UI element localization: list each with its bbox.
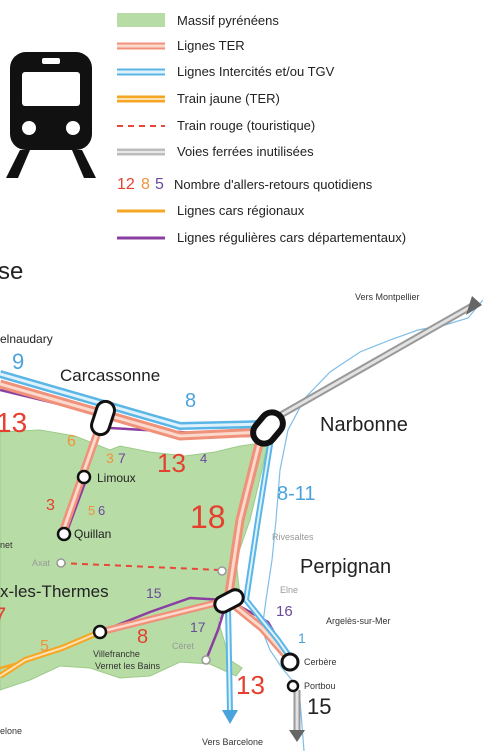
station-perpignan [213, 588, 245, 614]
station-quillan [56, 526, 72, 542]
place-labels: elnaudary Carcassonne Narbonne Limoux Qu… [0, 292, 420, 747]
label-vers-montpellier: Vers Montpellier [355, 292, 420, 302]
freq-carca-narbonne-ter: 13 [157, 448, 186, 478]
legend-label-unused-rail: Voies ferrées inutilisées [177, 144, 314, 159]
freq-perpignan-argeles-dept: 16 [276, 603, 293, 620]
freq-perpignan-villefranche-dept: 15 [146, 585, 162, 601]
station-rivesaltes [217, 566, 227, 576]
legend: Massif pyrénéens Lignes TER Lignes Inter… [117, 13, 406, 245]
freq-limoux-quillan-ter: 3 [46, 497, 55, 514]
legend-number-8: 8 [141, 176, 150, 193]
stations [56, 399, 300, 693]
legend-number-5: 5 [155, 176, 164, 193]
label-ceret: Céret [172, 641, 195, 651]
station-axat [56, 558, 66, 568]
station-portbou [286, 679, 300, 693]
legend-label-train-jaune: Train jaune (TER) [177, 91, 280, 106]
legend-label-numbers: Nombre d'allers-retours quotidiens [174, 177, 373, 192]
section-title-fragment: se [0, 258, 23, 285]
freq-perpignan-cerbere-intercites: 1 [298, 630, 306, 646]
label-vers-barcelone: Vers Barcelone [202, 737, 263, 747]
legend-label-cars-regionaux: Lignes cars régionaux [177, 203, 305, 218]
station-villefranche [92, 624, 108, 640]
train-front-icon [6, 52, 96, 178]
freq-castel-carca-intercites: 9 [12, 349, 24, 374]
freq-carca-narbonne-cars: 4 [200, 451, 207, 466]
freq-carca-limoux-dept: 7 [118, 450, 126, 466]
label-carcassonne: Carcassonne [60, 366, 160, 385]
label-perpignan: Perpignan [300, 556, 391, 578]
freq-perpignan-ceret-dept: 17 [190, 619, 206, 635]
freq-narbonne-perpignan-intercites: 8-11 [277, 483, 316, 505]
coastline [261, 299, 483, 751]
freq-perpignan-villefranche-ter: 8 [137, 626, 148, 648]
freq-castel-carca-ter: 13 [0, 407, 27, 438]
label-barcelone-fragment: elone [0, 726, 22, 736]
label-limoux: Limoux [97, 471, 136, 485]
label-villefranche-2: Vernet les Bains [95, 661, 161, 671]
label-portbou: Portbou [304, 681, 336, 691]
legend-label-cars-departementaux: Lignes régulières cars départementaux) [177, 230, 406, 245]
freq-ax-ter-fragment: 7 [0, 603, 6, 628]
label-rivesaltes: Rivesaltes [272, 532, 314, 542]
station-cerbere [280, 652, 300, 672]
station-limoux [76, 469, 92, 485]
label-villefranche-1: Villefranche [93, 649, 140, 659]
label-axat: Axat [32, 558, 51, 568]
freq-carca-limoux-ter: 6 [67, 433, 76, 450]
legend-label-intercites: Lignes Intercités et/ou TGV [177, 64, 335, 79]
freq-portbou-barcelone: 15 [307, 694, 331, 719]
freq-carca-narbonne-intercites: 8 [185, 390, 196, 412]
legend-label-train-rouge: Train rouge (touristique) [177, 118, 315, 133]
label-vernet-fragment: net [0, 540, 13, 550]
freq-perpignan-cerbere-ter: 13 [236, 670, 265, 700]
station-carcassonne [90, 399, 116, 437]
legend-label-massif: Massif pyrénéens [177, 13, 279, 28]
label-quillan: Quillan [74, 527, 111, 541]
freq-ax-regional: 5 [40, 638, 49, 655]
train-rouge-line [59, 562, 221, 571]
label-ax-les-thermes: x-les-Thermes [0, 582, 109, 601]
label-cerbere: Cerbère [304, 657, 337, 667]
freq-limoux-quillan-regional: 5 [88, 503, 95, 518]
legend-number-12: 12 [117, 176, 135, 193]
label-elne: Elne [280, 585, 298, 595]
label-narbonne: Narbonne [320, 414, 408, 436]
label-argeles: Argelès-sur-Mer [326, 616, 391, 626]
freq-carca-limoux-regional: 3 [106, 450, 114, 466]
freq-limoux-quillan-dept: 6 [98, 503, 105, 518]
legend-swatch-massif [117, 13, 165, 27]
station-ceret [201, 655, 211, 665]
intercites-lines [0, 370, 295, 724]
unused-rail-lines [270, 296, 482, 742]
frequency-numbers: 9 13 8 13 4 6 3 7 3 5 6 18 8-11 15 8 5 7… [0, 349, 331, 719]
freq-narbonne-perpignan-ter: 18 [190, 499, 226, 535]
label-castelnaudary: elnaudary [0, 332, 53, 346]
legend-label-ter: Lignes TER [177, 38, 245, 53]
